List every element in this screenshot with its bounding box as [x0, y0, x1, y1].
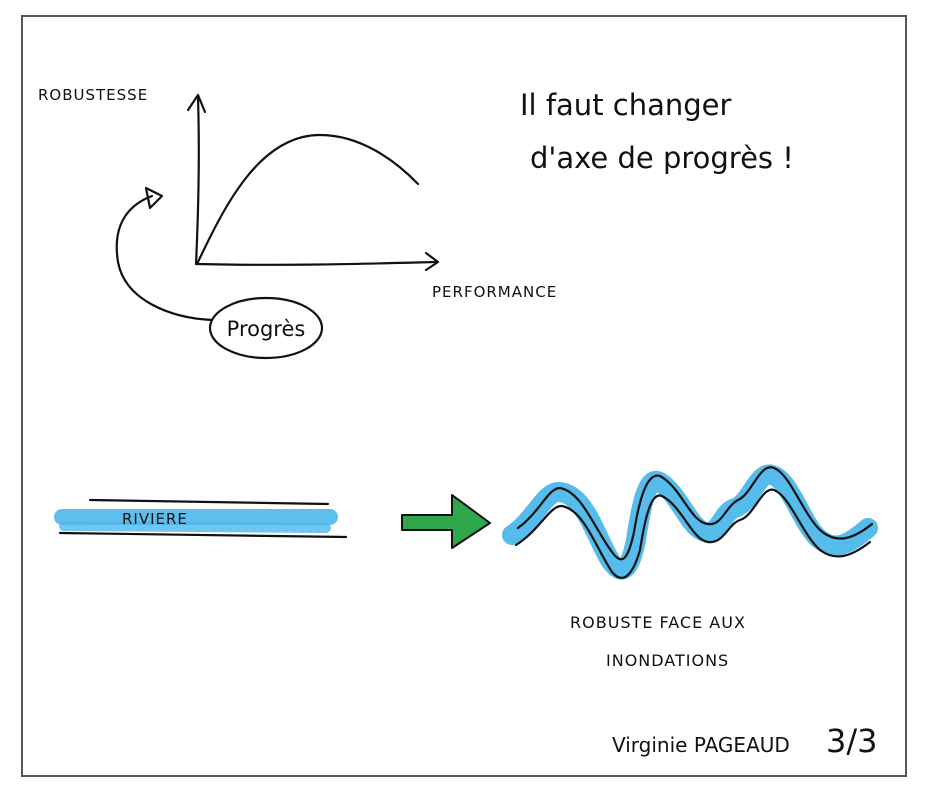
progress-bubble-label: Progrès	[227, 317, 306, 341]
x-axis	[194, 260, 438, 266]
message-line-2: d'axe de progrès !	[530, 141, 794, 175]
straight-river-bank-top	[88, 498, 330, 506]
progress-arrow	[115, 194, 214, 322]
message-line-1: Il faut changer	[520, 88, 732, 122]
y-axis	[194, 96, 200, 266]
straight-river-water-lower	[59, 521, 331, 533]
message: Il faut changer d'axe de progrès !	[520, 88, 794, 175]
meandering-river-bank-bottom	[514, 488, 872, 579]
progress-arrowhead	[144, 186, 164, 210]
y-axis-label: ROBUSTESSE	[38, 86, 148, 104]
straight-river-bank-bottom	[58, 531, 348, 539]
performance-robustness-curve	[196, 133, 420, 264]
straight-river: RIVIERE	[54, 498, 348, 539]
meandering-river-bank-top	[516, 466, 874, 561]
progress-bubble	[208, 296, 324, 360]
transformation-arrow	[401, 494, 491, 549]
straight-river-label: RIVIERE	[122, 510, 188, 528]
meandering-river	[502, 464, 878, 580]
frame-border	[21, 15, 907, 777]
graph: ROBUSTESSE PERFORMANCE Progrès	[38, 86, 557, 360]
y-axis-arrowhead	[186, 93, 207, 114]
page-number: 3/3	[826, 722, 878, 760]
meandering-river-water	[502, 464, 878, 580]
x-axis-label: PERFORMANCE	[432, 283, 557, 301]
river-caption-line-2: INONDATIONS	[606, 651, 729, 670]
river-caption-line-1: ROBUSTE FACE AUX	[570, 613, 746, 632]
author-signature: Virginie PAGEAUD	[612, 733, 790, 757]
x-axis-arrowhead	[424, 251, 440, 272]
